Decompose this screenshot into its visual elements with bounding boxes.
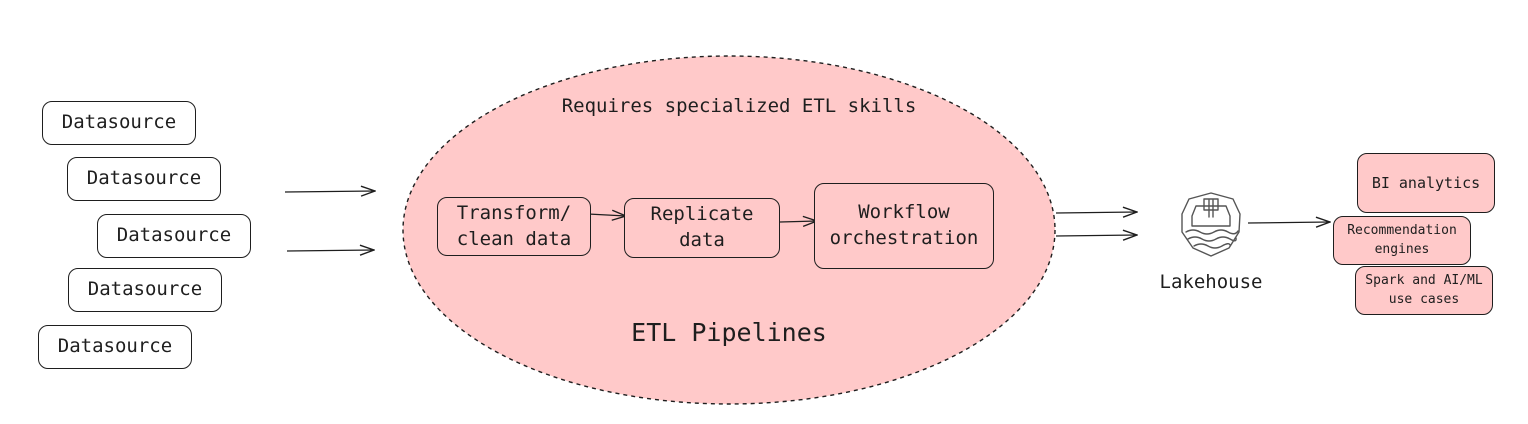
lakehouse-arrow-bottom (1055, 235, 1137, 236)
step-arrow-2 (779, 221, 817, 222)
source-arrow-bottom (286, 250, 374, 251)
workflow-step-label: Workflow orchestration (829, 201, 979, 249)
step-arrow-1 (587, 214, 626, 216)
datasource-box-4: Datasource (68, 268, 222, 312)
recommendation-engines-box: Recommendation engines (1333, 216, 1471, 265)
datasource-box-3: Datasource (97, 214, 251, 258)
bi-analytics-box: BI analytics (1357, 153, 1495, 213)
datasource-label: Datasource (116, 224, 232, 247)
lakehouse-icon (1181, 192, 1241, 257)
datasource-box-5: Datasource (38, 325, 192, 369)
replicate-step-box: Replicate data (624, 198, 780, 258)
datasource-label: Datasource (86, 167, 202, 190)
bi-analytics-label: BI analytics (1371, 173, 1481, 192)
replicate-step-label: Replicate data (650, 203, 754, 251)
datasource-box-2: Datasource (67, 157, 221, 201)
datasource-label: Datasource (61, 111, 177, 134)
datasource-box-1: Datasource (42, 101, 196, 145)
etl-pipelines-title: ETL Pipelines (631, 318, 827, 347)
etl-skills-header: Requires specialized ETL skills (561, 95, 917, 117)
lakehouse-arrow-top (1055, 212, 1137, 213)
transform-step-box: Transform/ clean data (437, 197, 591, 256)
workflow-step-box: Workflow orchestration (814, 183, 994, 269)
datasource-label: Datasource (87, 278, 203, 301)
spark-aiml-box: Spark and AI/ML use cases (1355, 266, 1493, 315)
lakehouse-label: Lakehouse (1159, 271, 1263, 293)
datasource-label: Datasource (57, 335, 173, 358)
spark-aiml-label: Spark and AI/ML use cases (1365, 272, 1483, 307)
outputs-arrow (1247, 222, 1330, 223)
transform-step-label: Transform/ clean data (456, 201, 572, 250)
recommendation-engines-label: Recommendation engines (1347, 222, 1457, 257)
source-arrow-top (284, 191, 375, 192)
